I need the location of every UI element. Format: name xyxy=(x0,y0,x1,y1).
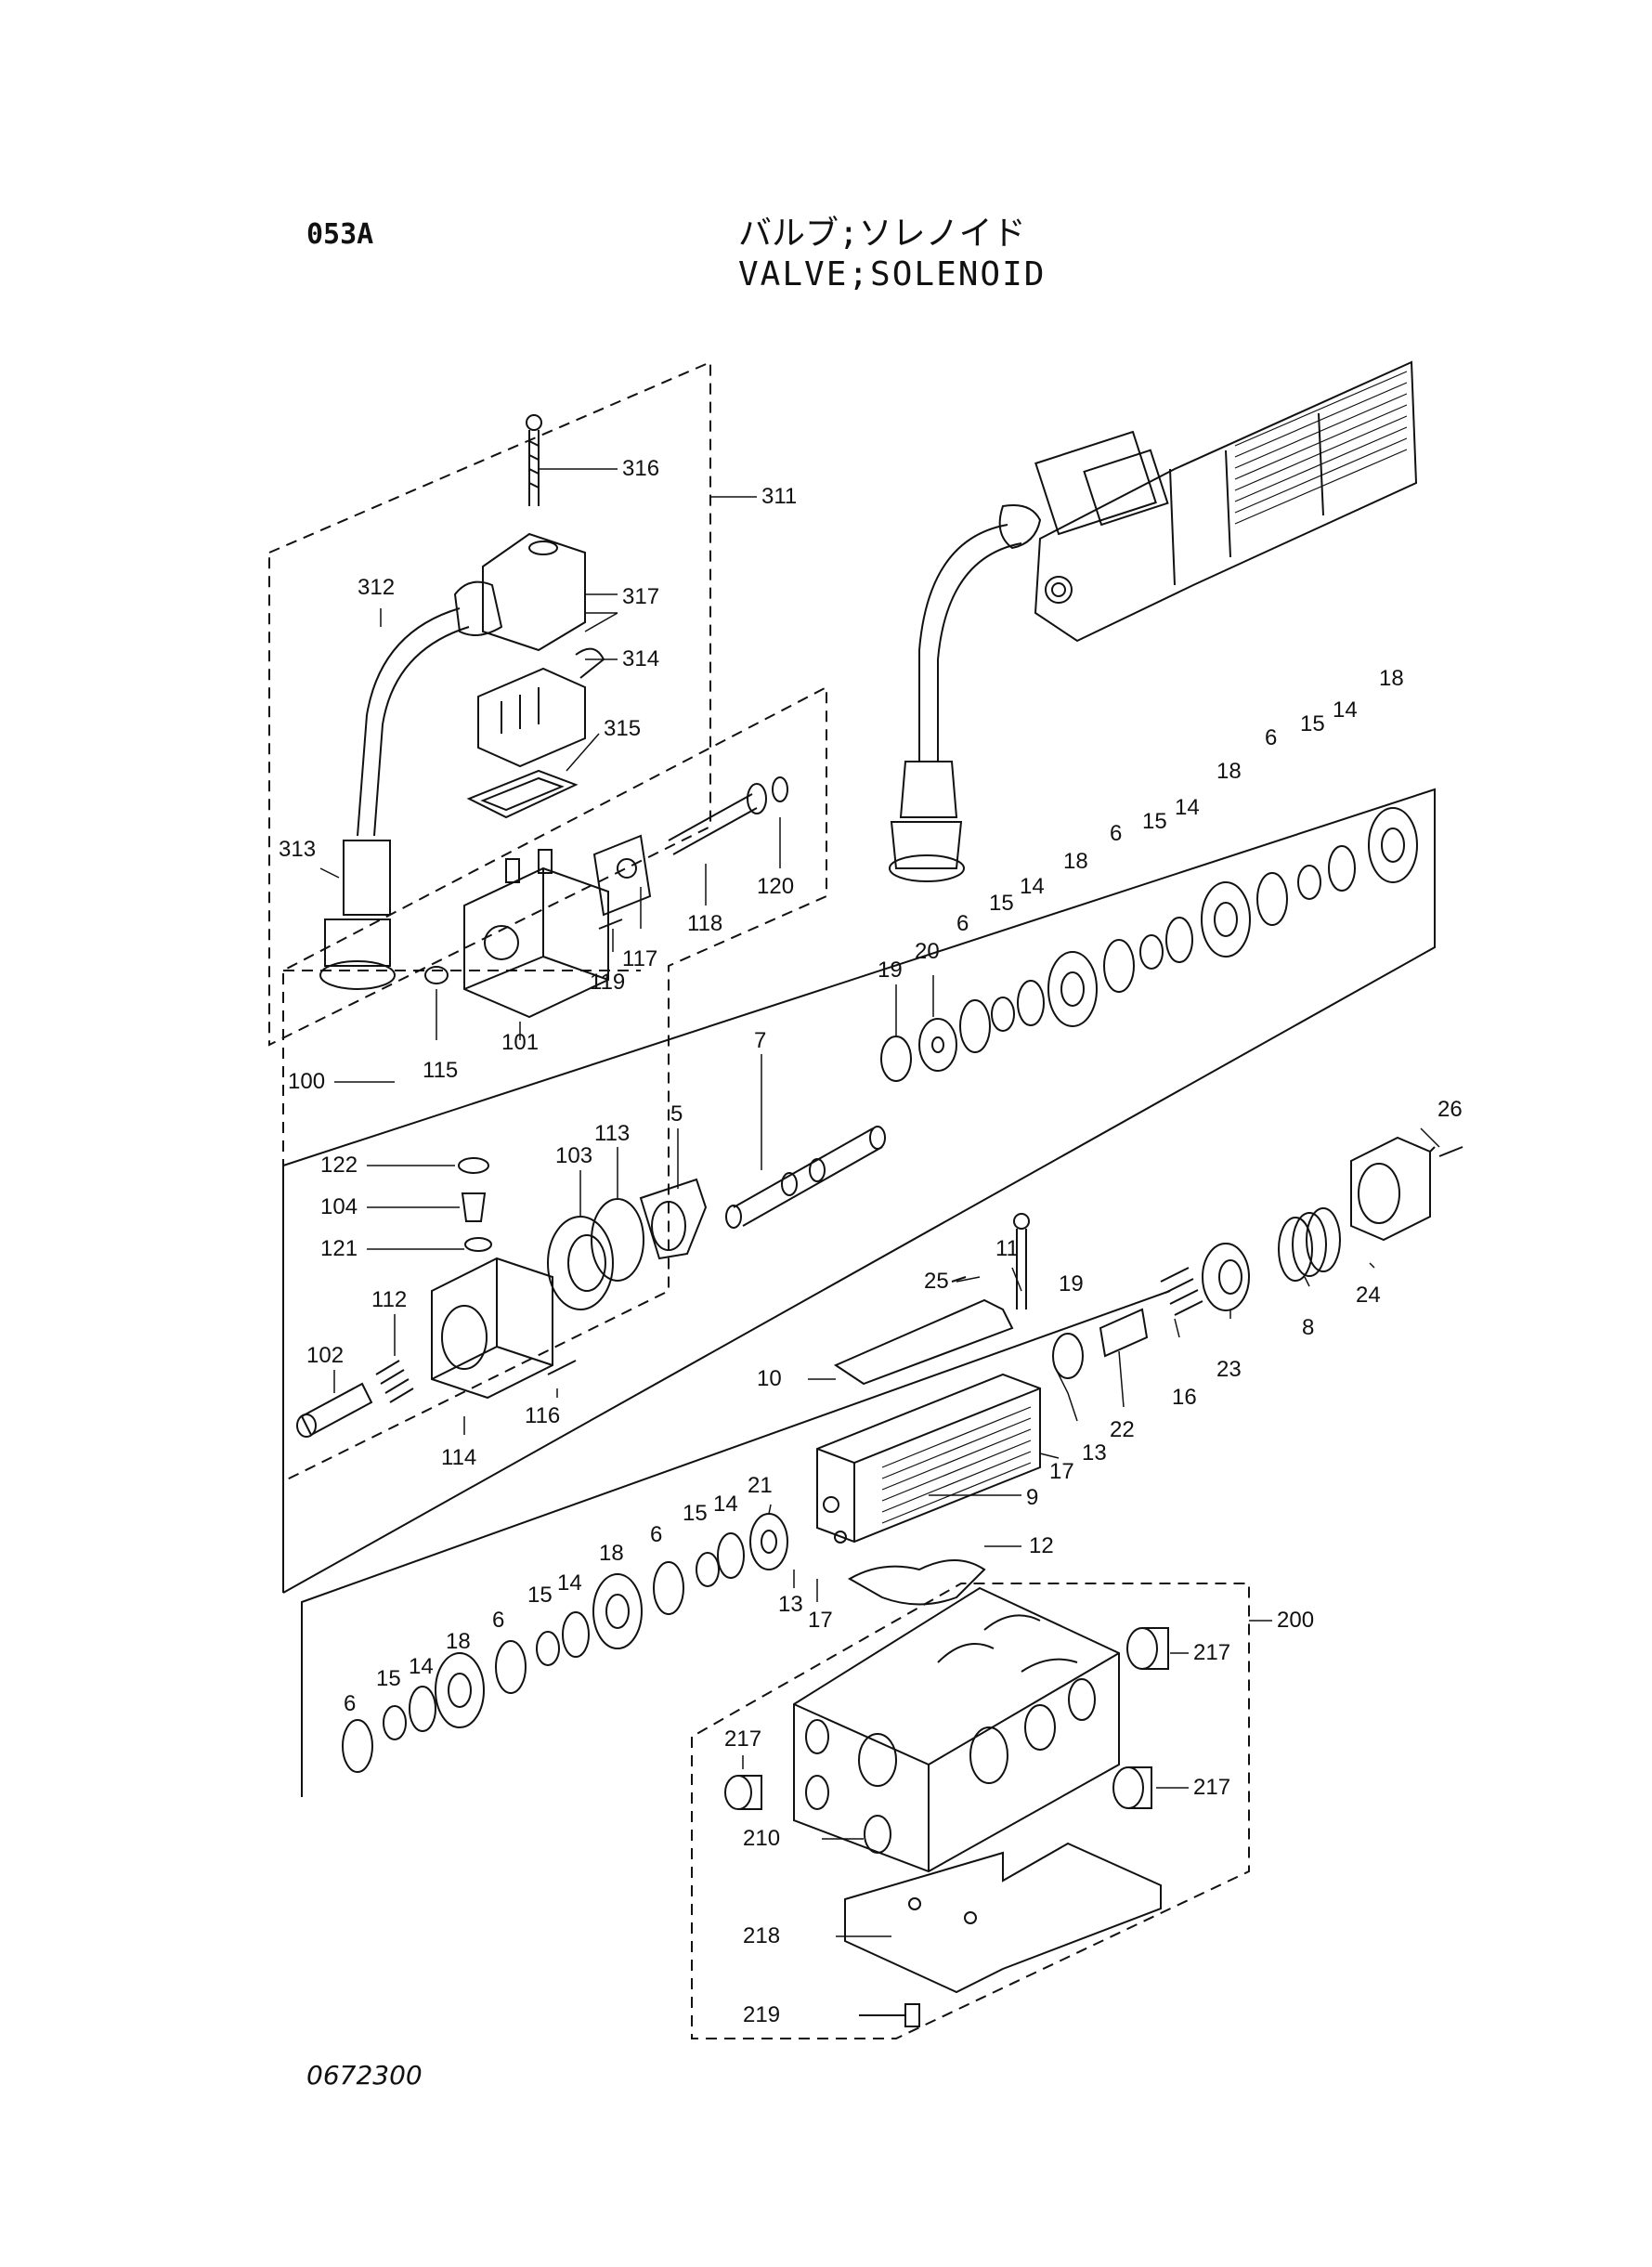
callout-104: 104 xyxy=(320,1194,358,1219)
callout-15-d: 15 xyxy=(683,1501,708,1526)
drawing-number: 0672300 xyxy=(306,2060,423,2091)
title-english: VALVE;SOLENOID xyxy=(738,255,1047,293)
callout-314: 314 xyxy=(622,646,659,671)
callout-15-f: 15 xyxy=(376,1666,401,1691)
callout-6-b: 6 xyxy=(1110,821,1122,846)
callout-315: 315 xyxy=(604,716,641,741)
callout-17-a: 17 xyxy=(1049,1459,1074,1484)
callout-114: 114 xyxy=(441,1445,476,1470)
callout-6-e: 6 xyxy=(492,1608,504,1633)
callout-15-b: 15 xyxy=(1142,809,1167,834)
lower-seal-row xyxy=(342,1532,745,1773)
callout-15-c: 15 xyxy=(989,891,1014,916)
callout-102: 102 xyxy=(306,1343,344,1368)
callout-26: 26 xyxy=(1437,1097,1463,1122)
callout-200: 200 xyxy=(1277,1608,1314,1633)
callout-115: 115 xyxy=(423,1058,458,1083)
solenoid-parts-100 xyxy=(296,776,788,1438)
callout-311: 311 xyxy=(761,484,797,509)
callout-13-b: 13 xyxy=(778,1592,803,1617)
callout-9: 9 xyxy=(1026,1485,1038,1510)
callout-120: 120 xyxy=(757,874,794,899)
spool-and-seals xyxy=(725,807,1418,1229)
callout-14-c: 14 xyxy=(1020,874,1045,899)
callout-219: 219 xyxy=(743,2002,780,2027)
callout-100: 100 xyxy=(288,1069,325,1094)
callout-316: 316 xyxy=(622,456,659,481)
callout-12: 12 xyxy=(1029,1533,1054,1558)
callout-15-e: 15 xyxy=(527,1583,553,1608)
assembled-valve xyxy=(889,360,1418,882)
callout-118: 118 xyxy=(687,911,722,936)
callout-6-f: 6 xyxy=(344,1691,356,1716)
leader-lines xyxy=(319,468,1440,1937)
callout-14-f: 14 xyxy=(409,1654,434,1679)
callout-121: 121 xyxy=(320,1236,358,1261)
callout-22: 22 xyxy=(1110,1417,1135,1442)
callout-23: 23 xyxy=(1216,1357,1242,1382)
callout-labels: 316 311 312 317 314 315 313 120 118 117 … xyxy=(279,456,1463,2027)
callout-18-b: 18 xyxy=(1216,759,1242,784)
callout-113: 113 xyxy=(594,1121,630,1146)
callout-25: 25 xyxy=(924,1269,949,1294)
page-code: 053A xyxy=(306,218,374,251)
callout-14-a: 14 xyxy=(1333,697,1358,723)
callout-101: 101 xyxy=(501,1030,539,1055)
title-japanese: バルブ;ソレノイド xyxy=(738,215,1026,253)
callout-14-d: 14 xyxy=(713,1492,738,1517)
callout-217-c: 217 xyxy=(1193,1775,1230,1800)
end-cap-parts xyxy=(1052,1136,1463,1379)
callout-103: 103 xyxy=(555,1143,592,1168)
callout-6-d: 6 xyxy=(650,1522,662,1547)
callout-7: 7 xyxy=(754,1028,766,1053)
frame-main-upper xyxy=(282,788,1436,1594)
callout-14-b: 14 xyxy=(1175,795,1200,820)
callout-312: 312 xyxy=(358,575,395,600)
callout-15-a: 15 xyxy=(1300,711,1325,736)
callout-16: 16 xyxy=(1172,1385,1197,1410)
callout-112: 112 xyxy=(371,1287,407,1312)
callout-217-a: 217 xyxy=(1193,1640,1230,1665)
callout-217-b: 217 xyxy=(724,1726,761,1752)
callout-218: 218 xyxy=(743,1923,780,1948)
callout-117: 117 xyxy=(622,946,657,971)
base-group-200 xyxy=(724,1586,1169,2027)
callout-17-b: 17 xyxy=(808,1608,833,1633)
callout-6-c: 6 xyxy=(956,911,969,936)
boundary-311 xyxy=(268,360,711,1047)
frame-main-lower xyxy=(301,1290,1171,1797)
callout-19-b: 19 xyxy=(1059,1271,1084,1296)
callout-13-a: 13 xyxy=(1082,1440,1107,1466)
boundary-200 xyxy=(691,1583,1250,2039)
callout-24: 24 xyxy=(1356,1283,1381,1308)
callout-317: 317 xyxy=(622,584,659,609)
callout-14-e: 14 xyxy=(557,1570,582,1596)
assembly-boundaries xyxy=(268,360,1250,2039)
callout-18-e: 18 xyxy=(446,1629,471,1654)
callout-18-c: 18 xyxy=(1063,849,1088,874)
callout-18-a: 18 xyxy=(1379,666,1404,691)
callout-116: 116 xyxy=(525,1403,560,1428)
callout-119: 119 xyxy=(590,970,625,995)
callout-11: 11 xyxy=(995,1236,1019,1261)
boundary-100-lower xyxy=(282,685,827,1483)
callout-8: 8 xyxy=(1302,1315,1314,1340)
callout-313: 313 xyxy=(279,837,316,862)
callout-20: 20 xyxy=(915,939,940,964)
callout-5: 5 xyxy=(670,1101,683,1127)
connector-parts-311 xyxy=(319,414,605,990)
callout-6-a: 6 xyxy=(1265,725,1277,750)
callout-10: 10 xyxy=(757,1366,782,1391)
callout-210: 210 xyxy=(743,1826,780,1851)
valve-body-9 xyxy=(749,1213,1041,1606)
callout-21: 21 xyxy=(748,1473,773,1498)
callout-18-d: 18 xyxy=(599,1541,624,1566)
callout-122: 122 xyxy=(320,1153,358,1178)
callout-19-a: 19 xyxy=(878,958,903,983)
